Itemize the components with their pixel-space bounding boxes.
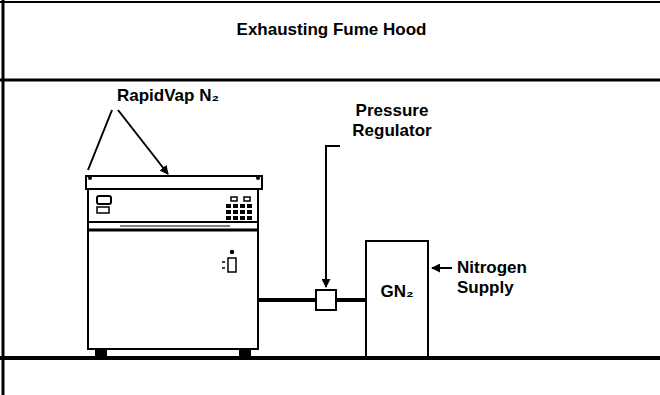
key	[240, 204, 245, 208]
pressure-regulator: Pressure Regulator	[315, 289, 337, 311]
key	[226, 210, 231, 214]
keypad	[226, 204, 252, 220]
gas-line	[337, 298, 365, 302]
text-holder: GN₂	[367, 282, 427, 302]
leader-line	[326, 146, 340, 287]
hood-title: Exhausting Fume Hood	[237, 20, 427, 40]
leader-line	[118, 110, 168, 174]
leader-line	[88, 110, 112, 170]
node-label: GN₂	[380, 282, 413, 301]
node-label: RapidVap N₂	[117, 86, 219, 105]
hood-sash	[0, 79, 660, 82]
key	[240, 216, 245, 220]
key	[233, 216, 238, 220]
leader-line	[432, 267, 452, 269]
hood-wall	[2, 0, 5, 395]
key	[233, 204, 238, 208]
gas-line	[258, 298, 315, 302]
key	[226, 204, 231, 208]
key	[226, 216, 231, 220]
rapidvap-instrument	[86, 176, 262, 357]
key	[240, 210, 245, 214]
text-holder: Exhausting Fume Hood	[3, 20, 660, 40]
text-holder: Pressure Regulator	[337, 101, 447, 141]
fume-hood: Exhausting Fume HoodRapidVap N₂Pressure …	[3, 2, 660, 80]
rapidvap-instrument-node: RapidVap N₂	[85, 175, 263, 350]
text-holder: Nitrogen Supply	[457, 258, 547, 298]
text-holder: RapidVap N₂	[117, 86, 219, 106]
key	[247, 204, 252, 208]
node-label: Pressure Regulator	[352, 101, 431, 140]
nitrogen-cylinder: GN₂Nitrogen Supply	[365, 240, 429, 358]
key	[247, 210, 252, 214]
hood-top	[0, 1, 660, 3]
key	[247, 216, 252, 220]
key	[233, 210, 238, 214]
callout-label: Nitrogen Supply	[457, 258, 527, 297]
